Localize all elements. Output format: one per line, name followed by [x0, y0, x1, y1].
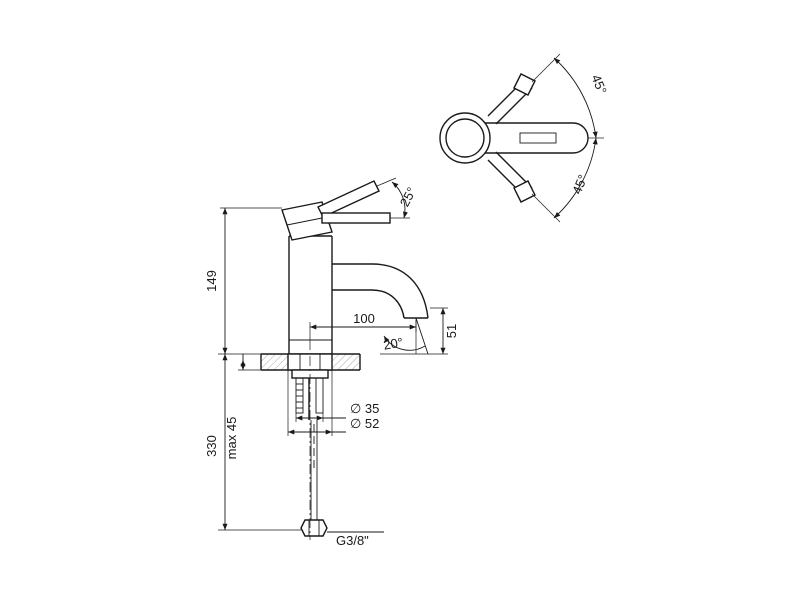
dimension-51: 51: [380, 307, 459, 355]
top-angle-dimensions: 45° 45°: [531, 53, 610, 223]
diameter-35-label: ∅ 35: [350, 401, 379, 416]
side-view: 149 330 max 45 100 51: [204, 177, 459, 548]
lever-handle: [281, 180, 391, 241]
diameter-52-label: ∅ 52: [350, 416, 379, 431]
angle-25-label: 25°: [397, 185, 419, 209]
top-angle-lower-label: 45°: [569, 172, 590, 196]
angle-25: 25°: [376, 177, 419, 219]
dimension-149: 149: [204, 207, 282, 355]
dimension-100-label: 100: [353, 311, 375, 326]
thread-callout: G3/8": [327, 531, 384, 548]
countertop: [260, 353, 361, 371]
dimension-330: 330: [204, 354, 302, 531]
dimension-149-label: 149: [204, 270, 219, 292]
faucet-body: [288, 235, 333, 354]
spout: [332, 263, 429, 319]
top-angle-upper-label: 45°: [589, 72, 610, 96]
dimension-51-label: 51: [444, 324, 459, 338]
top-view: 45° 45°: [439, 53, 610, 223]
dimension-330-label: 330: [204, 435, 219, 457]
dimension-max-45-label: max 45: [224, 417, 239, 460]
top-lever-upper: [487, 73, 536, 125]
dimension-max-45: max 45: [224, 354, 262, 459]
thread-label: G3/8": [336, 533, 369, 548]
supply-hose: [300, 420, 328, 537]
dimension-diameters: ∅ 35 ∅ 52: [287, 370, 379, 436]
angle-20: 20°: [382, 317, 429, 355]
angle-20-label: 20°: [382, 334, 404, 352]
top-lever-lower: [487, 151, 536, 203]
